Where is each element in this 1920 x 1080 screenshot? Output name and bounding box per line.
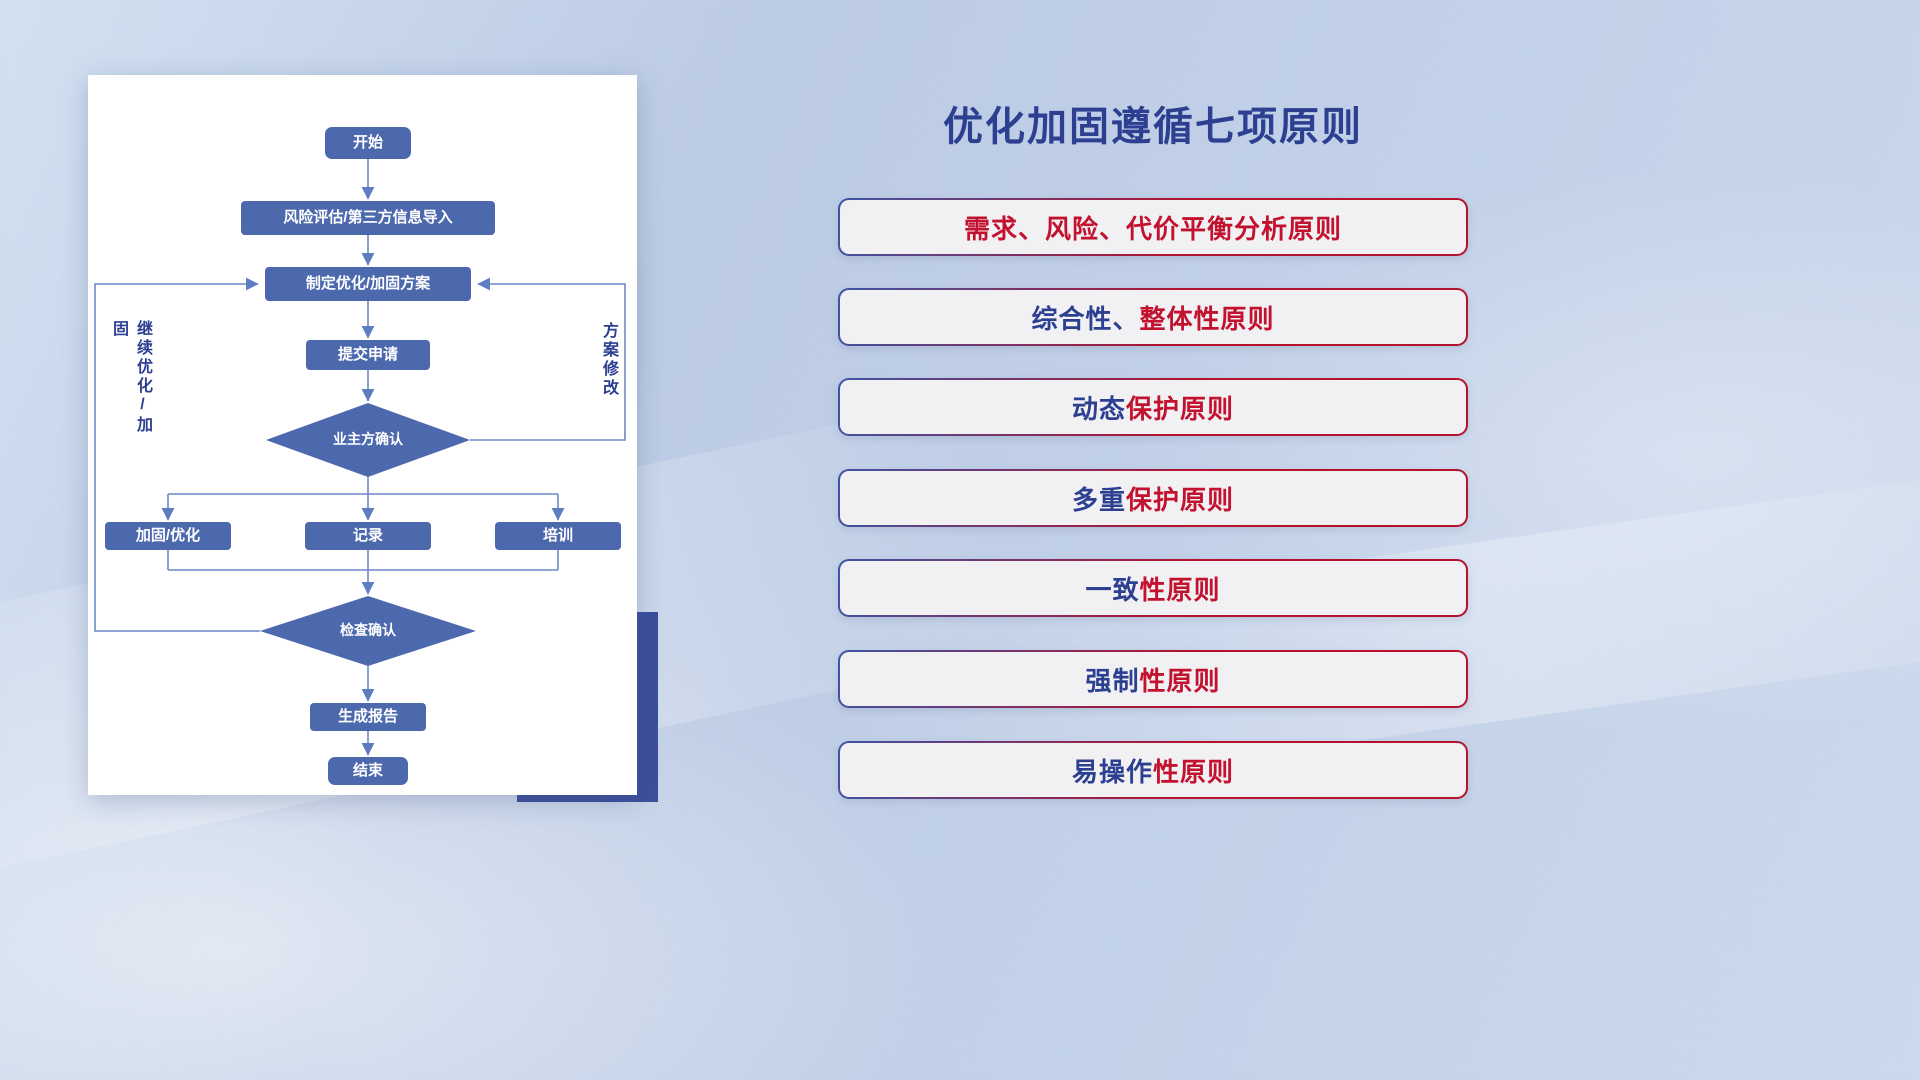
flow-node-start: 开始 (325, 127, 411, 159)
principle-3-text-red: 保护原则 (1126, 393, 1235, 424)
principle-item-2: 综合性、整体性原则 (838, 288, 1468, 346)
flow-node-make-plan: 制定优化/加固方案 (265, 267, 471, 301)
principle-4-text-blue: 多重 (1071, 484, 1126, 515)
flowchart-connectors (94, 159, 626, 756)
flow-node-training: 培训 (495, 522, 621, 550)
principle-7-text-red: 性原则 (1153, 756, 1235, 787)
flow-node-submit-request: 提交申请 (306, 340, 430, 370)
principle-item-7: 易操作性原则 (838, 741, 1468, 799)
principle-5-text-blue: 一致 (1085, 574, 1140, 605)
flow-node-risk-import: 风险评估/第三方信息导入 (241, 201, 495, 235)
principle-4-text-red: 保护原则 (1126, 484, 1235, 515)
principle-7-text-blue: 易操作 (1071, 756, 1153, 787)
flow-node-record: 记录 (305, 522, 431, 550)
flow-node-generate-report: 生成报告 (310, 703, 426, 731)
principle-item-6: 强制性原则 (838, 650, 1468, 708)
principle-6-text-blue: 强制 (1085, 665, 1140, 696)
flow-label-plan-revision: 方案修改 (600, 322, 617, 398)
principle-6-text-red: 性原则 (1139, 665, 1221, 696)
flow-node-harden-optimize: 加固/优化 (105, 522, 231, 550)
principle-item-5: 一致性原则 (838, 559, 1468, 617)
principles-title: 优化加固遵循七项原则 (943, 105, 1363, 149)
principle-1-text-red: 需求、风险、代价平衡分析原则 (963, 213, 1342, 244)
principle-item-3: 动态保护原则 (838, 378, 1468, 436)
principle-item-1: 需求、风险、代价平衡分析原则 (838, 198, 1468, 256)
principle-5-text-red: 性原则 (1139, 574, 1221, 605)
principle-2-text-blue: 综合性、 (1031, 303, 1140, 334)
principle-3-text-blue: 动态 (1071, 393, 1126, 424)
flow-node-end: 结束 (328, 757, 408, 785)
principle-item-4: 多重保护原则 (838, 469, 1468, 527)
principle-2-text-red: 整体性原则 (1139, 303, 1275, 334)
flow-label-continue-optimize: 继续优化/加固 (110, 320, 151, 435)
